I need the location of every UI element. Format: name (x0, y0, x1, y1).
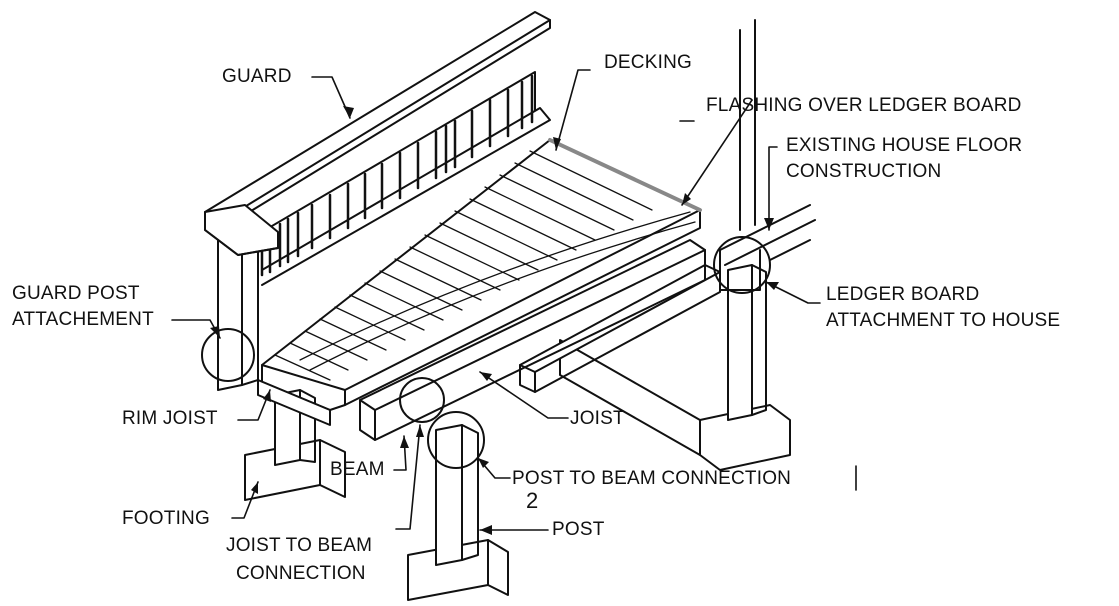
house-wall (719, 19, 816, 291)
label-ledger-board: LEDGER BOARD (826, 284, 980, 305)
joist-beam-leader (395, 424, 421, 530)
guard-post (204, 204, 279, 391)
label-decking: DECKING (604, 52, 692, 73)
guard-balusters (260, 74, 534, 277)
house-floor-leader (768, 146, 778, 231)
rim-joist (257, 379, 331, 426)
ledger-leader (765, 281, 821, 304)
label-post-to-beam-connection: POST TO BEAM CONNECTION (512, 468, 792, 489)
front-post (435, 424, 479, 566)
label-joist: JOIST (570, 408, 625, 429)
label-guard-post: GUARD POST (12, 283, 140, 304)
guard-leader (311, 76, 351, 119)
label-rim-joist: RIM JOIST (122, 408, 218, 429)
label-flashing-over-ledger-board: FLASHING OVER LEDGER BOARD (706, 95, 1022, 116)
beam (359, 239, 706, 441)
label-guard: GUARD (222, 66, 292, 87)
post-beam-detail-circle (427, 411, 485, 469)
guard-post-detail-circle (201, 328, 255, 382)
page-number: 2 (526, 488, 539, 513)
label-attachment-to-house: ATTACHMENT TO HOUSE (826, 310, 1061, 331)
label-existing-house-floor: EXISTING HOUSE FLOOR (786, 135, 1023, 156)
joist-leader (479, 371, 569, 419)
joist-beam-detail-circle (399, 377, 445, 423)
ledger-detail-circle (713, 236, 771, 294)
label-post: POST (552, 519, 605, 540)
label-construction: CONSTRUCTION (786, 161, 942, 182)
deck-boards (274, 150, 696, 381)
flashing-leader (681, 99, 753, 206)
stray-marks (679, 120, 857, 491)
label-joist-to-beam: JOIST TO BEAM (226, 535, 373, 556)
footing-leader (231, 481, 259, 519)
leader-arrowheads (210, 106, 779, 535)
decking-leader (555, 69, 591, 151)
label-connection: CONNECTION (236, 563, 366, 584)
label-attachement: ATTACHEMENT (12, 309, 154, 330)
rear-right-footing (559, 339, 701, 456)
rear-post (727, 264, 767, 421)
label-beam: BEAM (330, 459, 385, 480)
label-footing: FOOTING (122, 508, 210, 529)
